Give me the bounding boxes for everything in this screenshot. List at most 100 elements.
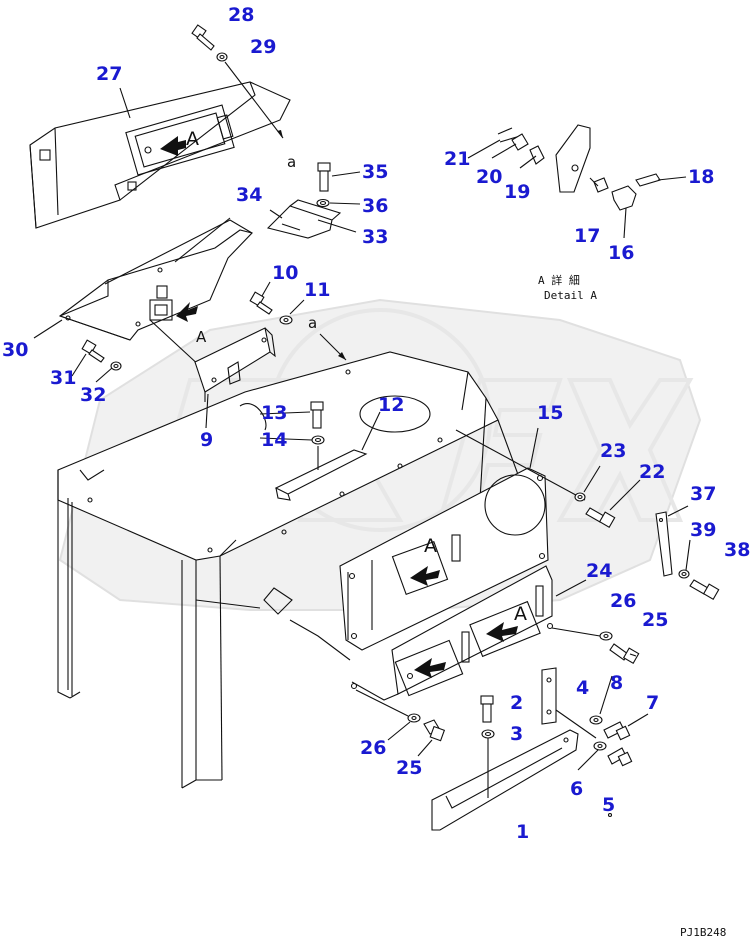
washer-23 bbox=[574, 492, 586, 502]
washer-26-right bbox=[599, 631, 613, 641]
label-37: 37 bbox=[690, 483, 716, 505]
bracket-4 bbox=[541, 667, 557, 725]
panel-30 bbox=[58, 217, 254, 341]
bottom-plate-1 bbox=[431, 729, 579, 831]
label-11: 11 bbox=[304, 279, 330, 301]
bolt-7 bbox=[603, 721, 631, 741]
ref-a-mid: a bbox=[308, 314, 317, 332]
washer-14 bbox=[311, 435, 325, 445]
washer-26-left bbox=[407, 713, 421, 723]
label-6: 6 bbox=[570, 778, 583, 800]
label-9: 9 bbox=[200, 429, 213, 451]
bolt-13 bbox=[310, 401, 324, 429]
label-39: 39 bbox=[690, 519, 716, 541]
bolt-5 bbox=[607, 747, 633, 767]
label-12: 12 bbox=[378, 394, 404, 416]
leader-36 bbox=[329, 202, 361, 205]
leader-33 bbox=[317, 219, 357, 233]
bolt-22 bbox=[585, 507, 616, 528]
part-labels: 28 29 27 35 34 36 33 21 20 19 18 17 16 1… bbox=[2, 4, 750, 843]
label-19: 19 bbox=[504, 181, 530, 203]
label-35: 35 bbox=[362, 161, 388, 183]
leader-26-right bbox=[551, 627, 601, 637]
plate-12 bbox=[274, 449, 368, 501]
leader-29 bbox=[224, 61, 284, 139]
bolt-35 bbox=[317, 162, 331, 192]
label-5: 5 bbox=[602, 794, 615, 816]
washer-39 bbox=[678, 569, 690, 579]
label-24: 24 bbox=[586, 560, 612, 582]
washer-6 bbox=[593, 741, 607, 751]
label-2: 2 bbox=[510, 692, 523, 714]
washer-3 bbox=[481, 729, 495, 739]
label-23: 23 bbox=[600, 440, 626, 462]
washer-11 bbox=[279, 315, 293, 325]
label-18: 18 bbox=[688, 166, 714, 188]
label-17: 17 bbox=[574, 225, 600, 247]
label-15: 15 bbox=[537, 402, 563, 424]
label-14: 14 bbox=[261, 429, 287, 451]
label-26-right: 26 bbox=[610, 590, 636, 612]
dot-mark bbox=[607, 812, 613, 818]
bracket-9 bbox=[194, 327, 276, 402]
leader-35 bbox=[331, 171, 361, 177]
leader-4 bbox=[555, 709, 597, 739]
label-10: 10 bbox=[272, 262, 298, 284]
bolt-10 bbox=[249, 291, 273, 315]
washer-36 bbox=[316, 198, 330, 208]
leader-12 bbox=[361, 411, 381, 451]
lower-cover-view-letter: A bbox=[514, 603, 527, 625]
detail-en-caption: Detail A bbox=[544, 289, 597, 302]
bolt-38 bbox=[689, 579, 720, 600]
washer-8 bbox=[589, 715, 603, 725]
cover-view-letter: A bbox=[186, 128, 199, 150]
detail-ja-caption: A 詳 細 bbox=[538, 273, 580, 287]
bolt-25-left bbox=[423, 719, 446, 742]
label-34: 34 bbox=[236, 184, 262, 206]
washer-32 bbox=[110, 361, 122, 371]
label-28: 28 bbox=[228, 4, 254, 26]
detail-a-group bbox=[497, 124, 661, 211]
leader-26-left bbox=[355, 689, 409, 717]
side-cover-view-letter: A bbox=[424, 535, 437, 557]
front-cover-27: A bbox=[29, 81, 291, 229]
bolt-2 bbox=[480, 695, 494, 723]
label-36: 36 bbox=[362, 195, 388, 217]
label-22: 22 bbox=[639, 461, 665, 483]
label-26-left: 26 bbox=[360, 737, 386, 759]
label-33: 33 bbox=[362, 226, 388, 248]
drawing-code: PJ1B248 bbox=[680, 926, 726, 939]
label-29: 29 bbox=[250, 36, 276, 58]
label-38: 38 bbox=[724, 539, 750, 561]
side-cover-15 bbox=[339, 467, 549, 651]
label-30: 30 bbox=[2, 339, 28, 361]
panel-view-letter: A bbox=[196, 328, 207, 346]
label-13: 13 bbox=[261, 402, 287, 424]
label-21: 21 bbox=[444, 148, 470, 170]
label-20: 20 bbox=[476, 166, 502, 188]
ref-a-top: a bbox=[287, 153, 296, 171]
main-hood bbox=[57, 351, 521, 789]
label-25-left: 25 bbox=[396, 757, 422, 779]
label-4: 4 bbox=[576, 677, 589, 699]
label-31: 31 bbox=[50, 367, 76, 389]
label-25-right: 25 bbox=[642, 609, 668, 631]
washer-29 bbox=[216, 52, 228, 62]
label-8: 8 bbox=[610, 672, 623, 694]
label-27: 27 bbox=[96, 63, 122, 85]
leader-15-line bbox=[455, 429, 586, 501]
bolt-31 bbox=[81, 339, 105, 363]
bracket-37 bbox=[655, 511, 673, 577]
label-32: 32 bbox=[80, 384, 106, 406]
lower-cover-24 bbox=[350, 565, 554, 701]
leader-lines bbox=[33, 87, 691, 771]
bolt-25-right bbox=[609, 643, 640, 664]
label-7: 7 bbox=[646, 692, 659, 714]
label-16: 16 bbox=[608, 242, 634, 264]
bolt-28 bbox=[191, 24, 215, 51]
bracket-34 bbox=[266, 199, 342, 239]
label-1: 1 bbox=[516, 821, 529, 843]
hose-line bbox=[289, 619, 351, 661]
label-3: 3 bbox=[510, 723, 523, 745]
